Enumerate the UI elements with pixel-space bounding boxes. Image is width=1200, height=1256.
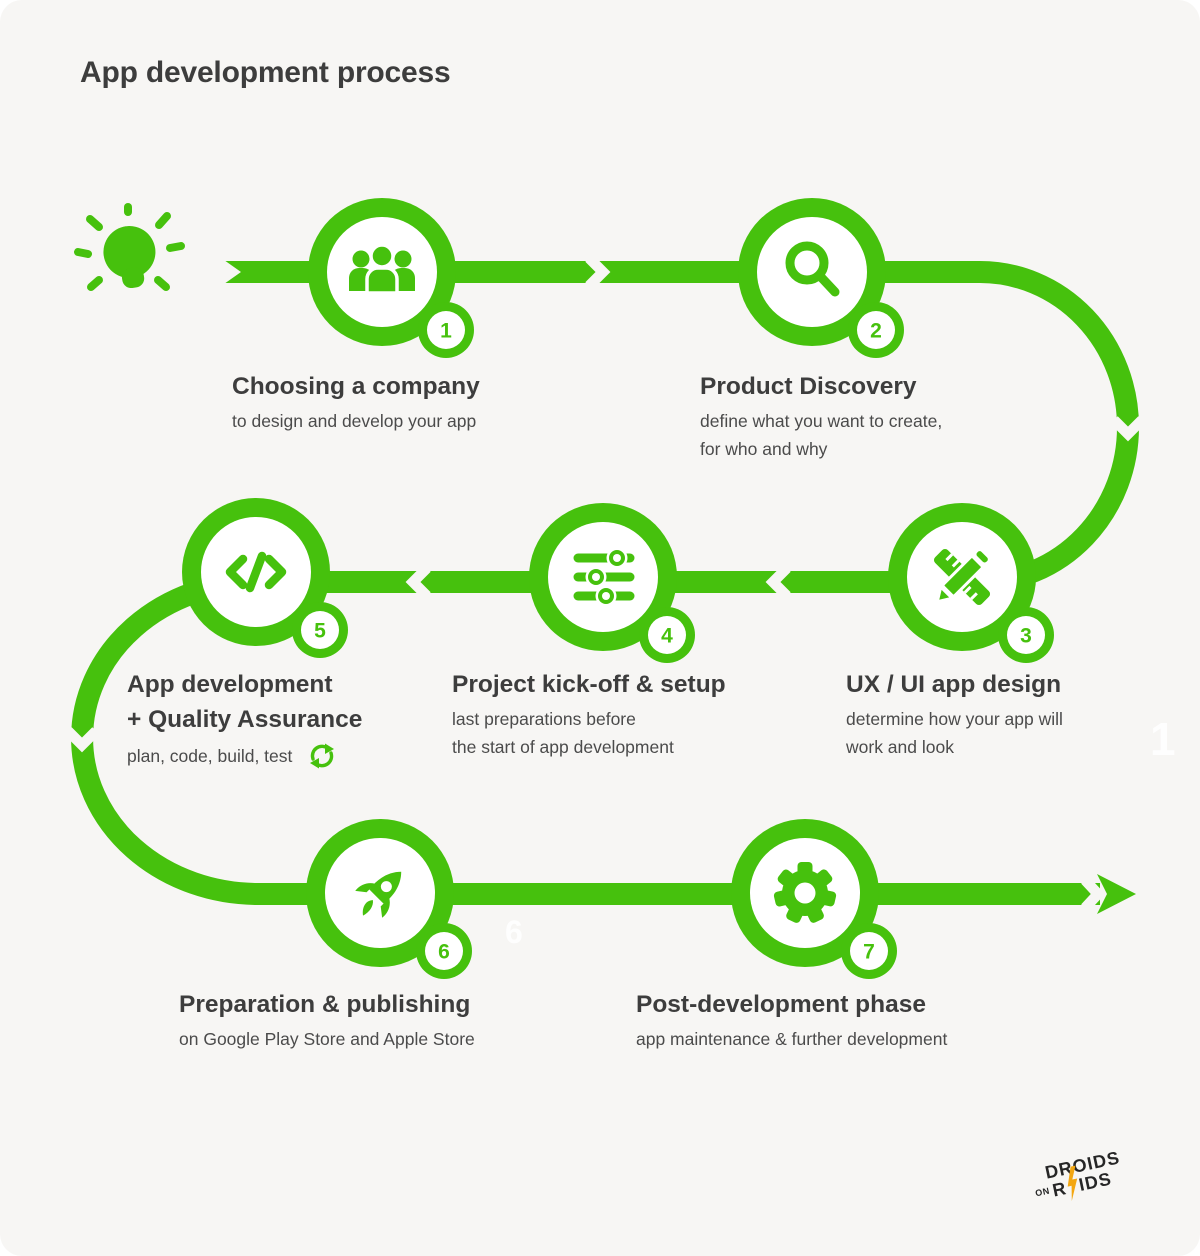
arrow-right-icon xyxy=(1097,874,1136,914)
lightning-bolt-icon xyxy=(1067,1165,1077,1202)
step-1-title: Choosing a company xyxy=(232,373,480,400)
step-6-node: 6 xyxy=(306,819,472,979)
code-icon xyxy=(225,551,287,593)
page-title: App development process xyxy=(80,56,451,89)
step-6-desc: on Google Play Store and Apple Store xyxy=(179,1029,475,1049)
design-tools-icon xyxy=(933,548,991,606)
logo-on: ON xyxy=(1034,1185,1051,1199)
band-start-notch xyxy=(224,260,241,284)
direction-chevrons xyxy=(64,254,1146,912)
step-1-desc: to design and develop your app xyxy=(232,411,477,431)
watermark-digit-bottom: 6 xyxy=(505,914,523,950)
step-7-node: 7 xyxy=(731,819,897,979)
watermark-digit-mid: 1 xyxy=(1150,713,1176,765)
magnifier-icon xyxy=(785,241,840,297)
step-5-desc: plan, code, build, test xyxy=(127,742,336,770)
step-7-badge: 7 xyxy=(863,941,875,964)
droids-on-roids-logo: DROIDS ON R IDS xyxy=(1030,1134,1194,1204)
team-icon xyxy=(349,243,415,295)
sliders-icon xyxy=(573,547,635,607)
step-5-title: App development+ Quality Assurance xyxy=(127,671,363,733)
step-5-badge: 5 xyxy=(314,620,326,643)
step-2-badge: 2 xyxy=(870,320,882,343)
step-6-title: Preparation & publishing xyxy=(179,991,471,1018)
step-4-node: 4 xyxy=(529,503,695,663)
lightbulb-idea-icon xyxy=(74,203,185,291)
logo-line2: ON R IDS xyxy=(1034,1151,1195,1204)
step-2-node: 2 xyxy=(738,198,904,358)
step-4-title: Project kick-off & setup xyxy=(452,671,726,698)
step-2-title: Product Discovery xyxy=(700,373,917,400)
step-4-badge: 4 xyxy=(661,625,673,648)
step-3-title: UX / UI app design xyxy=(846,671,1062,698)
step-7-title: Post-development phase xyxy=(636,991,926,1018)
step-6-badge: 6 xyxy=(438,941,450,964)
step-5-node: 5 xyxy=(182,498,348,658)
rocket-icon xyxy=(355,871,402,918)
step-2-desc: define what you want to create,for who a… xyxy=(700,411,943,459)
step-1-node: 1 xyxy=(308,198,474,358)
gear-icon xyxy=(773,862,837,923)
step-3-node: 3 xyxy=(888,503,1054,663)
step-3-badge: 3 xyxy=(1020,625,1032,648)
step-7-desc: app maintenance & further development xyxy=(636,1029,948,1049)
step-1-badge: 1 xyxy=(440,320,452,343)
cycle-arrows-icon xyxy=(310,743,335,769)
